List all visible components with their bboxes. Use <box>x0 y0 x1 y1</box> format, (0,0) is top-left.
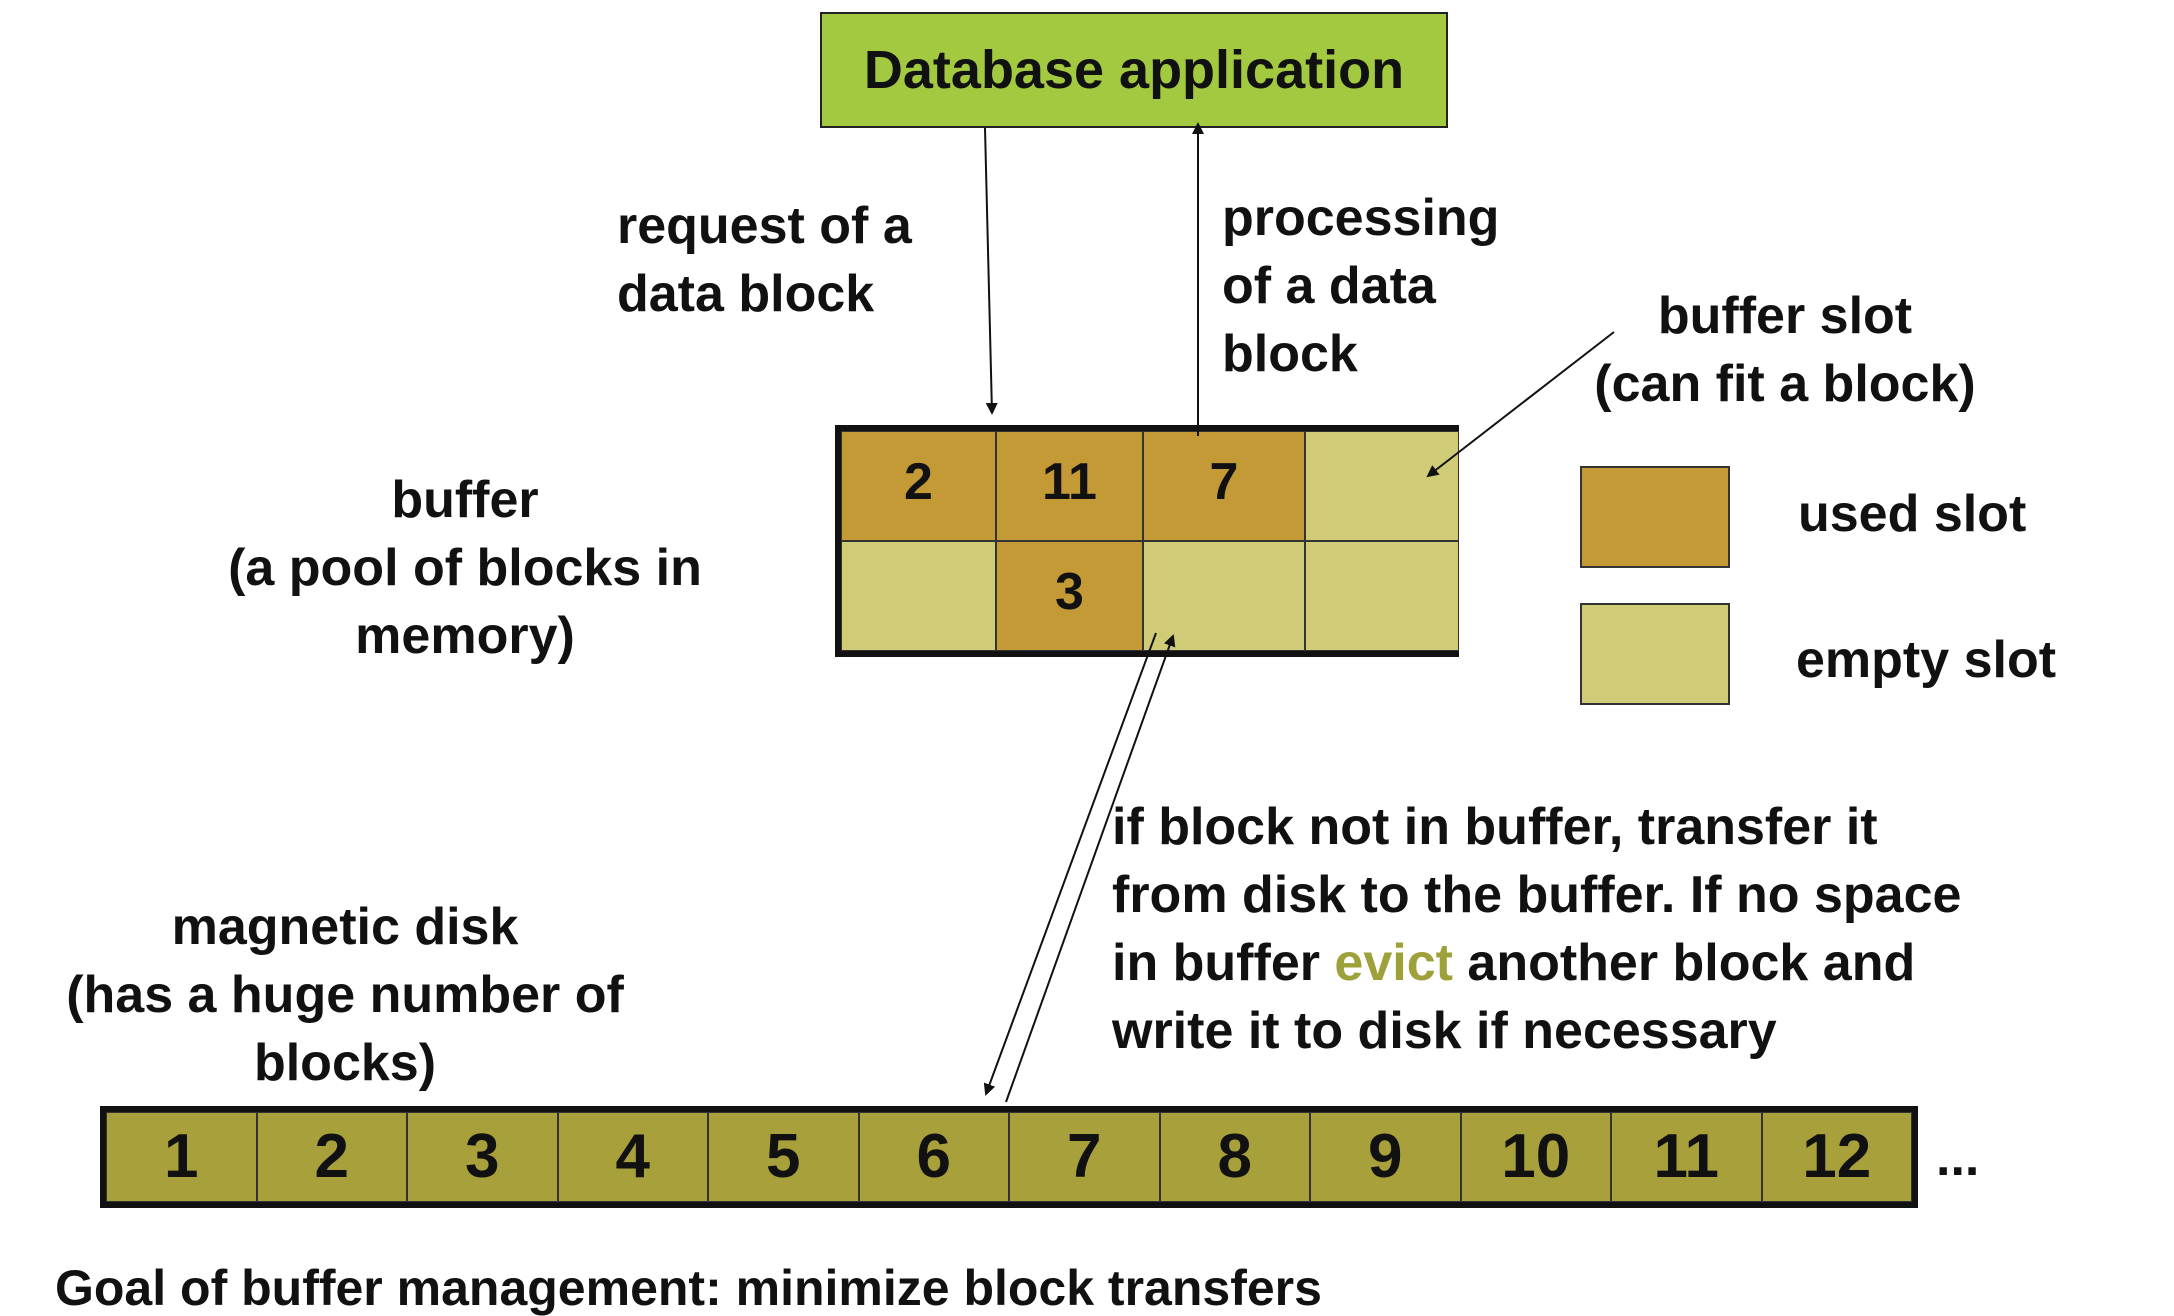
disk-label-line: magnetic disk <box>171 898 519 956</box>
database-application-box: Database application <box>820 12 1448 128</box>
buffer-slot-label-line: (can fit a block) <box>1594 355 1976 413</box>
buffer-slot-label-line: buffer slot <box>1657 287 1913 345</box>
legend-empty-swatch <box>1580 603 1730 705</box>
disk-block: 11 <box>1611 1112 1762 1202</box>
transfer-note: if block not in buffer, transfer it from… <box>1112 793 1961 1065</box>
goal-statement: Goal of buffer management: minimize bloc… <box>55 1260 1322 1316</box>
transfer-note-line: from disk to the buffer. If no space <box>1112 866 1962 924</box>
disk-label-line: blocks) <box>253 1034 437 1092</box>
buffer-label-line: buffer <box>391 471 539 529</box>
legend-empty-label: empty slot <box>1796 631 2057 689</box>
processing-label-line: of a data <box>1222 257 1436 315</box>
buffer-label: buffer (a pool of blocks in memory) <box>165 466 765 670</box>
processing-label-line: block <box>1222 325 1358 383</box>
buffer-slot: 3 <box>996 541 1143 651</box>
disk-block: 1 <box>106 1112 257 1202</box>
request-label: request of a data block <box>617 192 912 328</box>
legend-used-label: used slot <box>1798 485 2027 543</box>
disk-block: 3 <box>407 1112 558 1202</box>
disk-block: 5 <box>708 1112 859 1202</box>
buffer-slot <box>841 541 996 651</box>
evict-keyword: evict <box>1334 934 1453 992</box>
buffer-slot: 7 <box>1143 431 1305 541</box>
processing-label-line: processing <box>1222 189 1500 247</box>
disk-block: 6 <box>858 1112 1009 1202</box>
transfer-note-line: in buffer evict another block and <box>1112 929 1961 997</box>
buffer-slot: 2 <box>841 431 996 541</box>
legend-used-swatch <box>1580 466 1730 568</box>
transfer-note-line: write it to disk if necessary <box>1112 1002 1777 1060</box>
disk-block: 8 <box>1159 1112 1310 1202</box>
disk-block: 9 <box>1310 1112 1461 1202</box>
request-label-line: request of a <box>617 197 912 255</box>
buffer-label-line: (a pool of blocks in <box>228 539 702 597</box>
transfer-note-text: in buffer <box>1112 934 1335 992</box>
buffer-slot <box>1305 541 1459 651</box>
disk-block: 7 <box>1009 1112 1160 1202</box>
request-label-line: data block <box>617 265 875 323</box>
buffer-pool: 2 11 7 3 <box>835 425 1459 657</box>
buffer-slot <box>1305 431 1459 541</box>
disk-label-line: (has a huge number of <box>66 966 624 1024</box>
disk-block: 4 <box>557 1112 708 1202</box>
disk-block: 12 <box>1761 1112 1912 1202</box>
buffer-label-line: memory) <box>355 607 575 665</box>
request-arrow <box>984 127 998 415</box>
buffer-slot-label: buffer slot (can fit a block) <box>1555 282 2015 418</box>
transfer-note-line: if block not in buffer, transfer it <box>1112 798 1878 856</box>
processing-label: processing of a data block <box>1222 184 1499 388</box>
buffer-slot <box>1143 541 1305 651</box>
buffer-slot: 11 <box>996 431 1143 541</box>
disk-block-strip: 1 2 3 4 5 6 7 8 9 10 11 12 <box>100 1106 1918 1208</box>
disk-ellipsis: ... <box>1936 1129 1980 1187</box>
disk-block: 2 <box>256 1112 407 1202</box>
disk-label: magnetic disk (has a huge number of bloc… <box>30 893 660 1097</box>
transfer-note-text: another block and <box>1452 934 1916 992</box>
disk-block: 10 <box>1460 1112 1611 1202</box>
